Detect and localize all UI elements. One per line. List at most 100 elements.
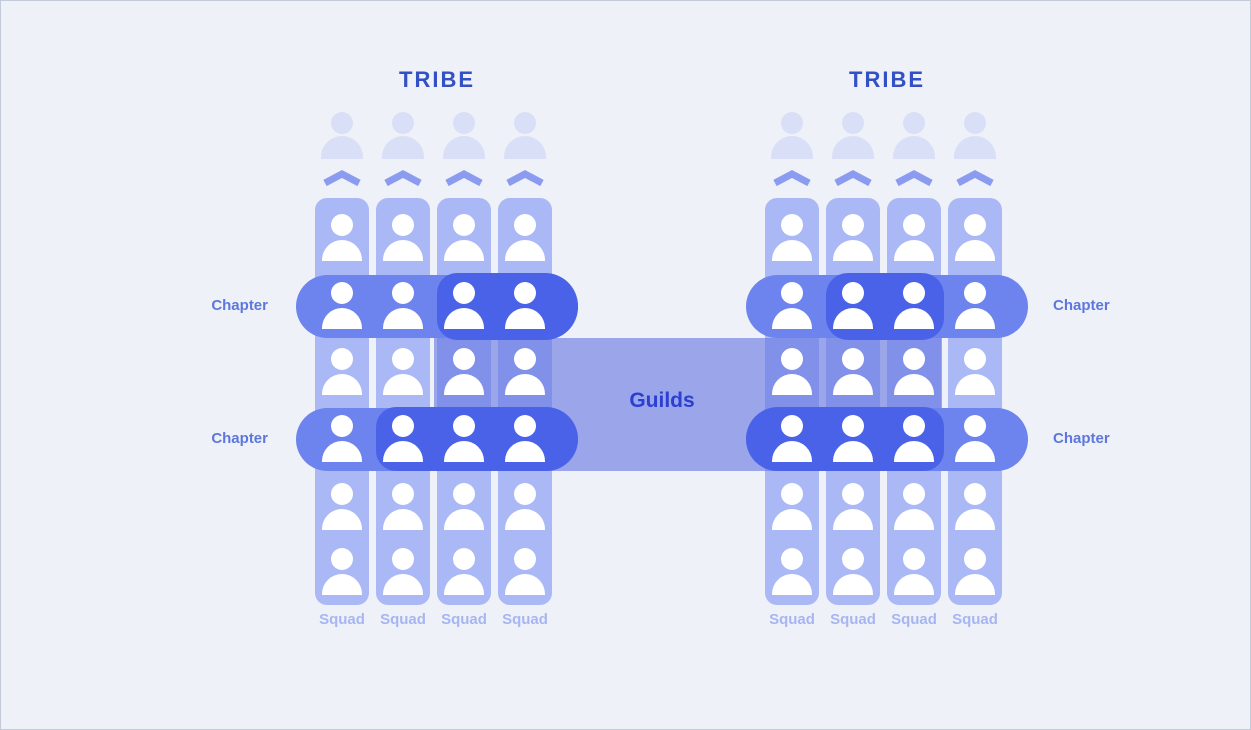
member-head xyxy=(781,348,803,370)
ghost-member-icon xyxy=(320,112,364,159)
member-head xyxy=(842,214,864,236)
chapter-label-left-1: Chapter xyxy=(211,297,268,314)
member-head xyxy=(453,548,475,570)
member-icon xyxy=(953,548,997,595)
member-head xyxy=(392,348,414,370)
member-body xyxy=(894,441,934,462)
member-body xyxy=(894,574,934,595)
ghost-member-icon xyxy=(442,112,486,159)
member-body xyxy=(832,136,874,159)
member-icon xyxy=(381,548,425,595)
ghost-member-icon xyxy=(953,112,997,159)
member-head xyxy=(392,282,414,304)
member-icon xyxy=(503,548,547,595)
chevron-up-icon xyxy=(956,170,994,186)
member-body xyxy=(505,574,545,595)
member-body xyxy=(955,441,995,462)
squad-label: Squad xyxy=(769,611,815,628)
member-body xyxy=(771,136,813,159)
member-head xyxy=(514,415,536,437)
member-body xyxy=(322,308,362,329)
member-head xyxy=(781,112,803,134)
ghost-member-icon xyxy=(831,112,875,159)
member-body xyxy=(322,574,362,595)
member-head xyxy=(331,112,353,134)
member-icon xyxy=(831,548,875,595)
member-head xyxy=(453,214,475,236)
member-body xyxy=(444,441,484,462)
chevron-up-icon xyxy=(323,170,361,186)
member-body xyxy=(772,240,812,261)
member-head xyxy=(842,348,864,370)
ghost-member-icon xyxy=(770,112,814,159)
member-body xyxy=(772,308,812,329)
member-icon xyxy=(381,348,425,395)
member-icon xyxy=(892,415,936,462)
chevron-up-icon xyxy=(895,170,933,186)
member-head xyxy=(903,548,925,570)
member-body xyxy=(444,374,484,395)
member-body xyxy=(955,509,995,530)
member-icon xyxy=(381,282,425,329)
chevron-up-icon xyxy=(384,170,422,186)
member-body xyxy=(504,136,546,159)
squad-label: Squad xyxy=(952,611,998,628)
member-icon xyxy=(503,282,547,329)
member-head xyxy=(392,483,414,505)
member-head xyxy=(964,282,986,304)
member-head xyxy=(514,548,536,570)
member-head xyxy=(392,548,414,570)
member-head xyxy=(964,214,986,236)
chevron-up-icon xyxy=(773,170,811,186)
member-head xyxy=(331,214,353,236)
chevron-up-icon xyxy=(445,170,483,186)
member-head xyxy=(781,214,803,236)
member-icon xyxy=(770,483,814,530)
member-body xyxy=(505,240,545,261)
member-icon xyxy=(503,415,547,462)
member-body xyxy=(772,509,812,530)
member-icon xyxy=(381,483,425,530)
ghost-member-icon xyxy=(892,112,936,159)
member-head xyxy=(514,214,536,236)
member-head xyxy=(903,282,925,304)
member-icon xyxy=(320,483,364,530)
member-head xyxy=(514,483,536,505)
member-icon xyxy=(503,483,547,530)
member-body xyxy=(382,136,424,159)
member-body xyxy=(505,374,545,395)
member-head xyxy=(903,415,925,437)
member-body xyxy=(321,136,363,159)
member-body xyxy=(894,240,934,261)
member-icon xyxy=(770,415,814,462)
squad-label: Squad xyxy=(441,611,487,628)
member-head xyxy=(514,348,536,370)
member-icon xyxy=(442,348,486,395)
member-head xyxy=(964,415,986,437)
member-icon xyxy=(953,282,997,329)
member-body xyxy=(383,240,423,261)
member-head xyxy=(781,548,803,570)
member-body xyxy=(833,240,873,261)
member-head xyxy=(453,112,475,134)
member-body xyxy=(322,509,362,530)
member-icon xyxy=(320,214,364,261)
member-body xyxy=(505,441,545,462)
member-body xyxy=(955,574,995,595)
member-body xyxy=(383,374,423,395)
member-head xyxy=(392,112,414,134)
squad-label: Squad xyxy=(380,611,426,628)
ghost-member-icon xyxy=(381,112,425,159)
member-icon xyxy=(770,348,814,395)
tribe-title-left: TRIBE xyxy=(399,67,475,92)
member-icon xyxy=(953,415,997,462)
member-body xyxy=(444,574,484,595)
member-head xyxy=(842,415,864,437)
chevron-up-icon xyxy=(834,170,872,186)
member-head xyxy=(331,348,353,370)
member-head xyxy=(514,112,536,134)
member-body xyxy=(894,374,934,395)
member-body xyxy=(772,374,812,395)
